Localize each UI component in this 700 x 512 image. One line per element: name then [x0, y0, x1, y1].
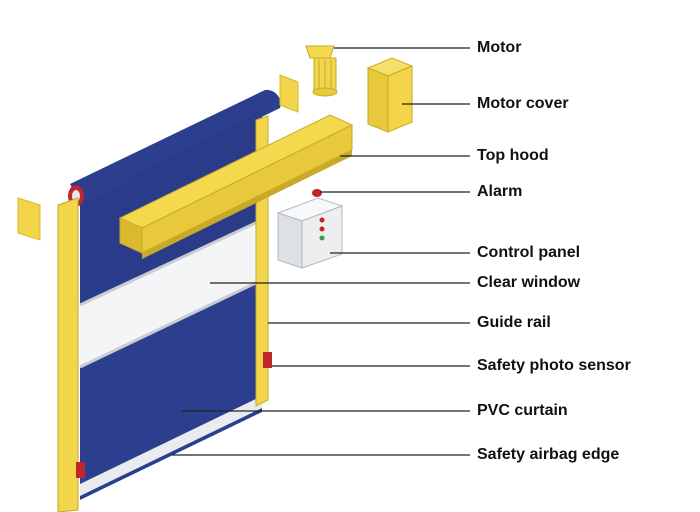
label-clear-window: Clear window [477, 274, 581, 291]
motor [305, 45, 338, 97]
label-control-panel: Control panel [477, 244, 581, 261]
leader-lines [172, 47, 470, 456]
clear-window [80, 220, 262, 367]
label-alarm: Alarm [477, 183, 523, 200]
photo-sensor-left [76, 462, 85, 478]
motor-cover [366, 57, 414, 133]
left-guide-rail [57, 197, 79, 512]
control-panel [276, 197, 344, 269]
roller-drum [70, 89, 281, 205]
alarm [312, 189, 322, 197]
left-end-plate [17, 197, 41, 241]
photo-sensor-right [263, 352, 272, 368]
right-end-plate [279, 74, 299, 113]
label-safety-photo-sensor: Safety photo sensor [477, 357, 631, 374]
label-pvc-curtain: PVC curtain [477, 402, 568, 419]
label-safety-airbag-edge: Safety airbag edge [477, 446, 620, 463]
label-motor: Motor [477, 39, 522, 56]
label-guide-rail: Guide rail [477, 314, 551, 331]
label-top-hood: Top hood [477, 147, 549, 164]
label-motor-cover: Motor cover [477, 95, 569, 112]
safety-airbag-edge [80, 396, 262, 496]
